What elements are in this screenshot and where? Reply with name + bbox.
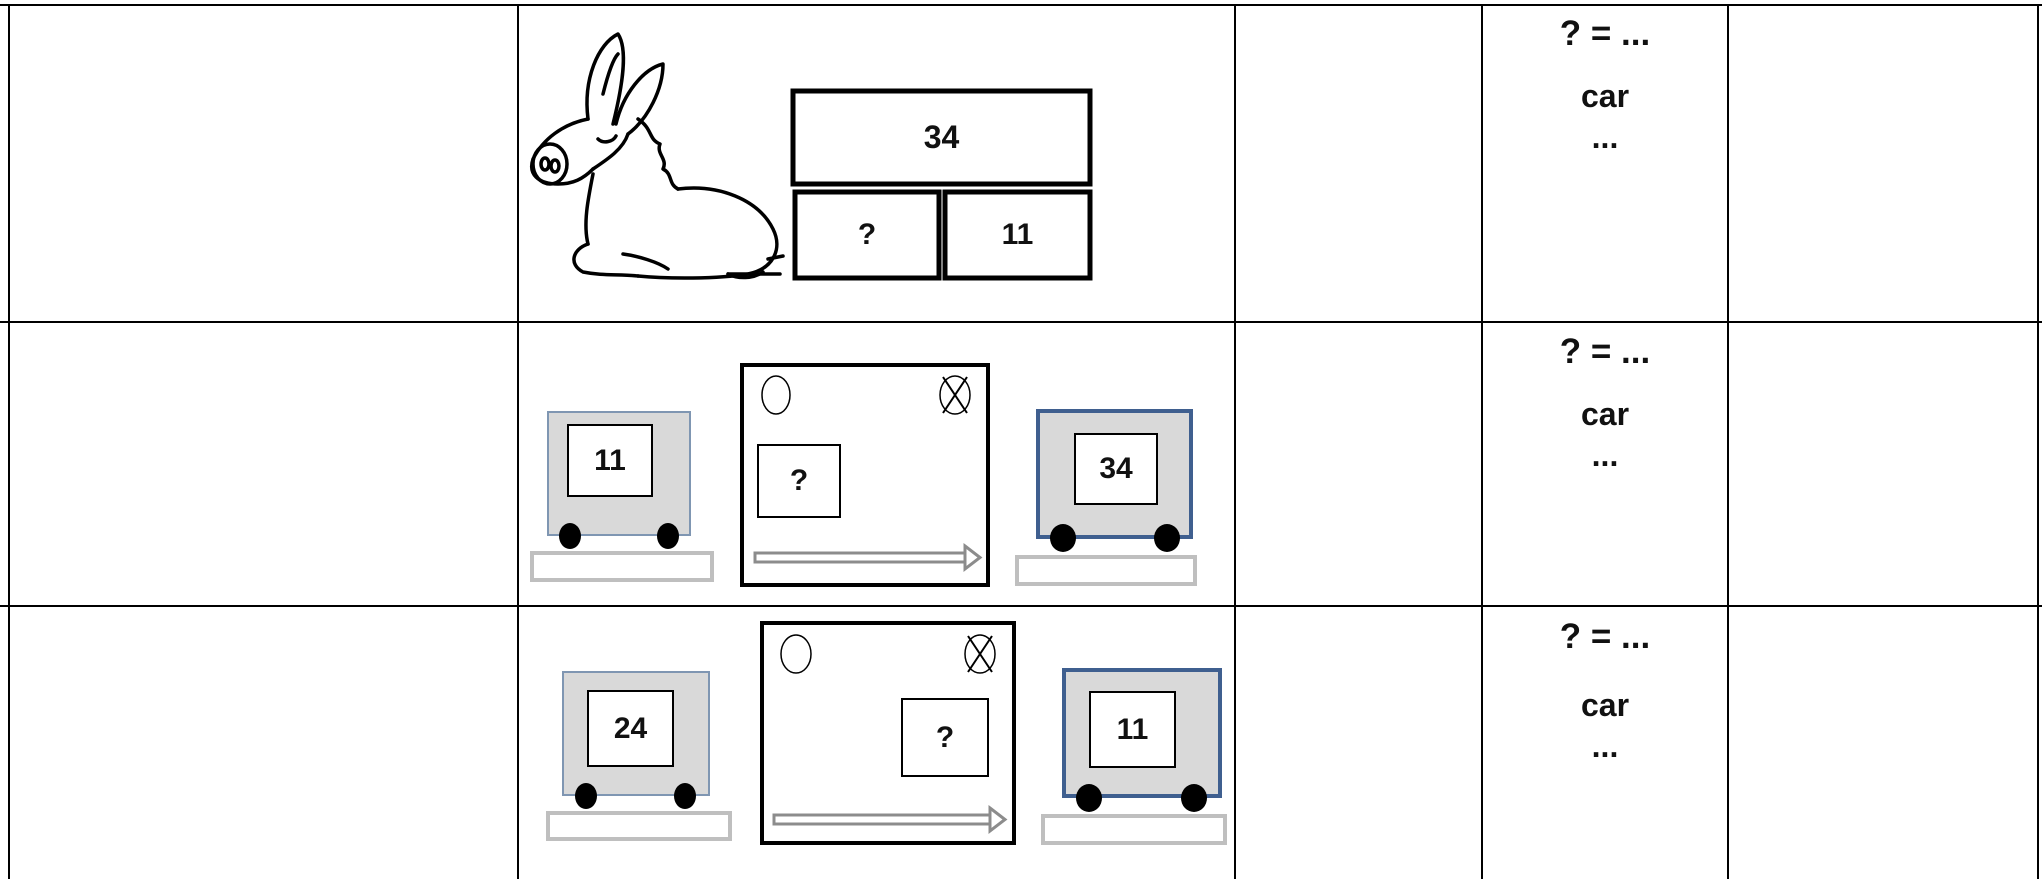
answer-dots: ... bbox=[1485, 119, 1725, 156]
machine-value: ? bbox=[758, 445, 840, 517]
machine-value: ? bbox=[902, 699, 988, 776]
end-wagon-value: 11 bbox=[1090, 692, 1175, 767]
donkey-illustration bbox=[528, 24, 788, 284]
answer-unit: car bbox=[1485, 687, 1725, 724]
answer-equation: ? = ... bbox=[1485, 14, 1725, 54]
bar-part-known-value: 11 bbox=[945, 192, 1090, 278]
answer-block-row-1: ? = ... car ... bbox=[1485, 14, 1725, 156]
answer-block-row-2: ? = ... car ... bbox=[1485, 332, 1725, 474]
bar-part-unknown-value: ? bbox=[795, 192, 939, 278]
start-wagon-value: 24 bbox=[588, 691, 673, 766]
answer-unit: car bbox=[1485, 78, 1725, 115]
end-wagon-value: 34 bbox=[1075, 434, 1157, 504]
bar-whole-value: 34 bbox=[793, 91, 1090, 184]
answer-block-row-3: ? = ... car ... bbox=[1485, 617, 1725, 765]
answer-dots: ... bbox=[1485, 728, 1725, 765]
start-wagon-value: 11 bbox=[568, 425, 652, 496]
answer-equation: ? = ... bbox=[1485, 617, 1725, 657]
answer-unit: car bbox=[1485, 396, 1725, 433]
answer-equation: ? = ... bbox=[1485, 332, 1725, 372]
answer-dots: ... bbox=[1485, 437, 1725, 474]
